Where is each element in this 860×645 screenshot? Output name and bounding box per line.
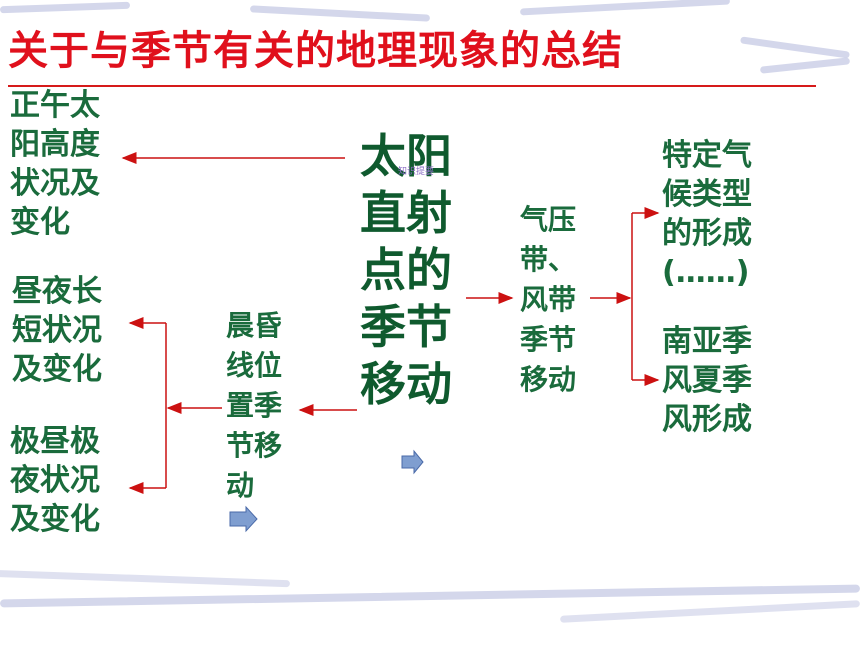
pressure-line: 移动 bbox=[520, 363, 577, 396]
center-line: 移动 bbox=[360, 357, 452, 411]
pressure-line: 风带 bbox=[520, 283, 577, 316]
center-line: 太阳 bbox=[360, 129, 452, 183]
day-length-line: 短状况 bbox=[12, 313, 102, 348]
pressure-line: 气压 bbox=[520, 203, 577, 236]
center-line: 点的 bbox=[360, 243, 452, 297]
terminator-line: 线位 bbox=[226, 349, 283, 382]
polar-line: 极昼极 bbox=[10, 424, 100, 459]
monsoon-line: 南亚季 bbox=[662, 324, 752, 359]
terminator-line: 置季 bbox=[226, 389, 283, 422]
south-asia-monsoon-box: 南亚季 风夏季 风形成 bbox=[662, 322, 752, 439]
day-length-line: 及变化 bbox=[12, 352, 102, 387]
page-title: 关于与季节有关的地理现象的总结 bbox=[8, 28, 623, 74]
monsoon-line: 风形成 bbox=[662, 402, 752, 437]
pressure-wind-belts-box: 气压 带、 风带 季节 移动 bbox=[520, 200, 576, 400]
polar-day-night-box: 极昼极 夜状况 及变化 bbox=[10, 422, 100, 539]
nav-arrow-icon[interactable] bbox=[401, 449, 424, 475]
terminator-line: 晨昏 bbox=[226, 309, 283, 342]
center-line: 直射 bbox=[360, 186, 452, 240]
center-line: 季节 bbox=[360, 300, 452, 354]
day-length-box: 昼夜长 短状况 及变化 bbox=[12, 272, 102, 389]
noon-sun-line: 阳高度 bbox=[10, 127, 100, 162]
noon-sun-line: 正午太 bbox=[10, 88, 100, 123]
polar-line: 及变化 bbox=[10, 502, 100, 537]
terminator-box: 晨昏 线位 置季 节移 动 bbox=[226, 306, 282, 506]
terminator-line: 节移 bbox=[226, 429, 283, 462]
climate-line: 特定气 bbox=[662, 138, 752, 173]
pressure-line: 带、 bbox=[520, 243, 577, 276]
climate-line: 的形成 bbox=[662, 216, 752, 251]
center-note: 知识提要 bbox=[398, 167, 435, 177]
terminator-line: 动 bbox=[226, 469, 255, 502]
day-length-line: 昼夜长 bbox=[12, 274, 102, 309]
nav-arrow-icon[interactable] bbox=[229, 505, 258, 533]
climate-type-box: 特定气 候类型 的形成 (……) bbox=[662, 136, 752, 292]
climate-line: (……) bbox=[662, 255, 750, 290]
noon-sun-line: 变化 bbox=[10, 205, 70, 240]
monsoon-line: 风夏季 bbox=[662, 363, 752, 398]
title-underline bbox=[8, 85, 816, 87]
polar-line: 夜状况 bbox=[10, 463, 100, 498]
climate-line: 候类型 bbox=[662, 177, 752, 212]
noon-sun-line: 状况及 bbox=[10, 166, 100, 201]
noon-sun-altitude-box: 正午太 阳高度 状况及 变化 bbox=[10, 86, 100, 242]
pressure-line: 季节 bbox=[520, 323, 577, 356]
solar-direct-point-box: 太阳 直射 点的 季节 移动 bbox=[360, 128, 452, 413]
